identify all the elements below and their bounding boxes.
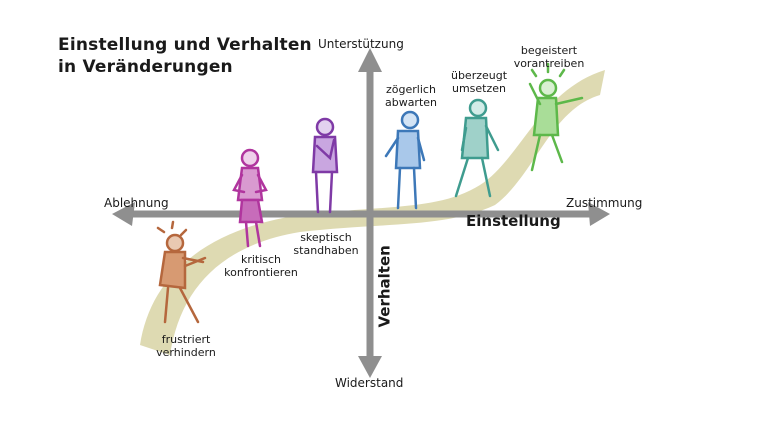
figure-enthusiastic-icon [528,62,584,172]
stage-label-line: zögerlich [386,83,436,96]
axis-label-support: Unterstützung [318,37,404,51]
stage-label-line: standhaben [293,244,359,257]
stage-label-line: verhindern [156,346,216,359]
stage-label-convinced: überzeugt umsetzen [446,69,512,95]
stage-label-line: abwarten [384,96,438,109]
stage-label-line: skeptisch [300,231,352,244]
stage-label-line: frustriert [161,333,211,346]
stage-label-enthusiastic: begeistert vorantreiben [510,44,588,70]
axis-label-approval: Zustimmung [566,196,643,210]
stage-label-line: umsetzen [451,82,506,95]
stage-label-line: vorantreiben [513,57,585,70]
horizontal-axis [112,202,610,226]
stage-label-line: konfrontieren [224,266,298,279]
stage-label-frustrated: frustriert verhindern [150,333,222,359]
stage-label-line: kritisch [240,253,282,266]
stage-label-line: überzeugt [450,69,508,82]
figure-critical-icon [232,148,268,248]
diagram-title: Einstellung und Verhalten in Veränderung… [58,34,312,78]
vertical-axis [358,48,382,378]
figure-hesitant-icon [384,110,426,210]
stage-label-line: begeistert [520,44,578,57]
title-line-2: in Veränderungen [58,57,233,77]
title-line-1: Einstellung und Verhalten [58,35,312,55]
axis-name-attitude: Einstellung [466,212,561,230]
stage-label-critical: kritisch konfrontieren [220,253,302,279]
stage-label-skeptical: skeptisch standhaben [286,231,366,257]
figure-convinced-icon [454,98,500,198]
figure-frustrated-icon [156,220,207,324]
axis-name-behavior: Verhalten [375,245,394,328]
figure-skeptical-icon [311,117,339,214]
stage-label-hesitant: zögerlich abwarten [381,83,441,109]
axis-label-rejection: Ablehnung [104,196,169,210]
axis-label-resistance: Widerstand [335,376,404,390]
